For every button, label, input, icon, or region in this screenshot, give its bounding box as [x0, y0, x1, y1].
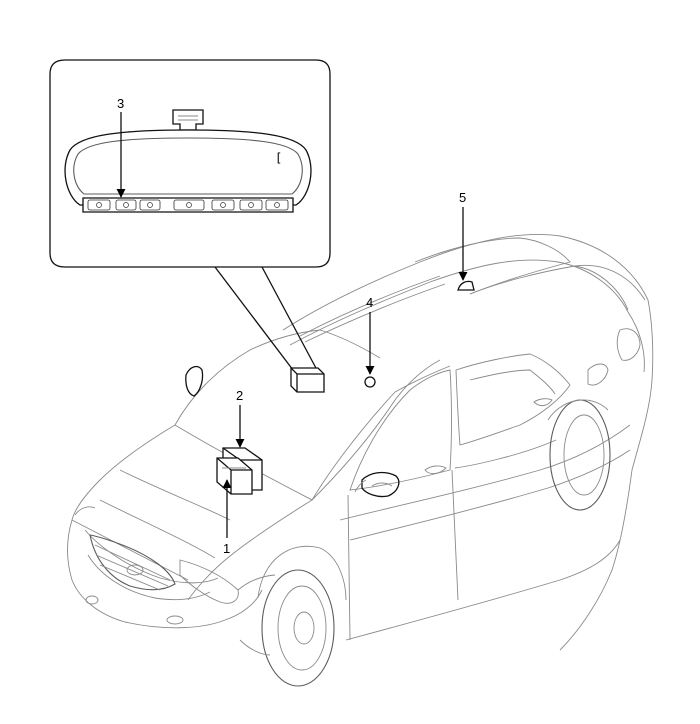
rain-light-sensor — [364, 376, 376, 388]
inside-mirror-component — [290, 367, 325, 393]
callout-3: 3 — [117, 96, 124, 111]
mirror-display-indicator: [ — [275, 151, 282, 165]
mirror-button-5 — [211, 199, 235, 211]
mirror-button-5-icon — [220, 202, 226, 208]
mirror-button-2 — [115, 199, 137, 211]
callout-1: 1 — [223, 541, 230, 556]
mirror-button-7 — [265, 199, 289, 211]
callout-2: 2 — [236, 388, 243, 403]
mirror-button-6-icon — [248, 202, 254, 208]
mirror-button-1 — [87, 199, 111, 211]
car-outline — [67, 234, 654, 687]
mirror-button-7-icon — [274, 202, 280, 208]
mirror-button-power-icon — [186, 202, 192, 208]
mirror-button-3-icon — [147, 202, 153, 208]
mirror-detail-inset: [ — [49, 59, 331, 371]
mirror-button-2-icon — [123, 202, 129, 208]
callout-5: 5 — [459, 190, 466, 205]
callout-4: 4 — [366, 295, 373, 310]
mirror-button-power — [173, 199, 205, 211]
mirror-button-3 — [139, 199, 161, 211]
mirror-button-6 — [239, 199, 263, 211]
rearview-mirror: [ — [64, 109, 312, 213]
roof-antenna — [457, 280, 475, 291]
mirror-button-1-icon — [96, 202, 102, 208]
control-module-assembly — [216, 447, 263, 495]
